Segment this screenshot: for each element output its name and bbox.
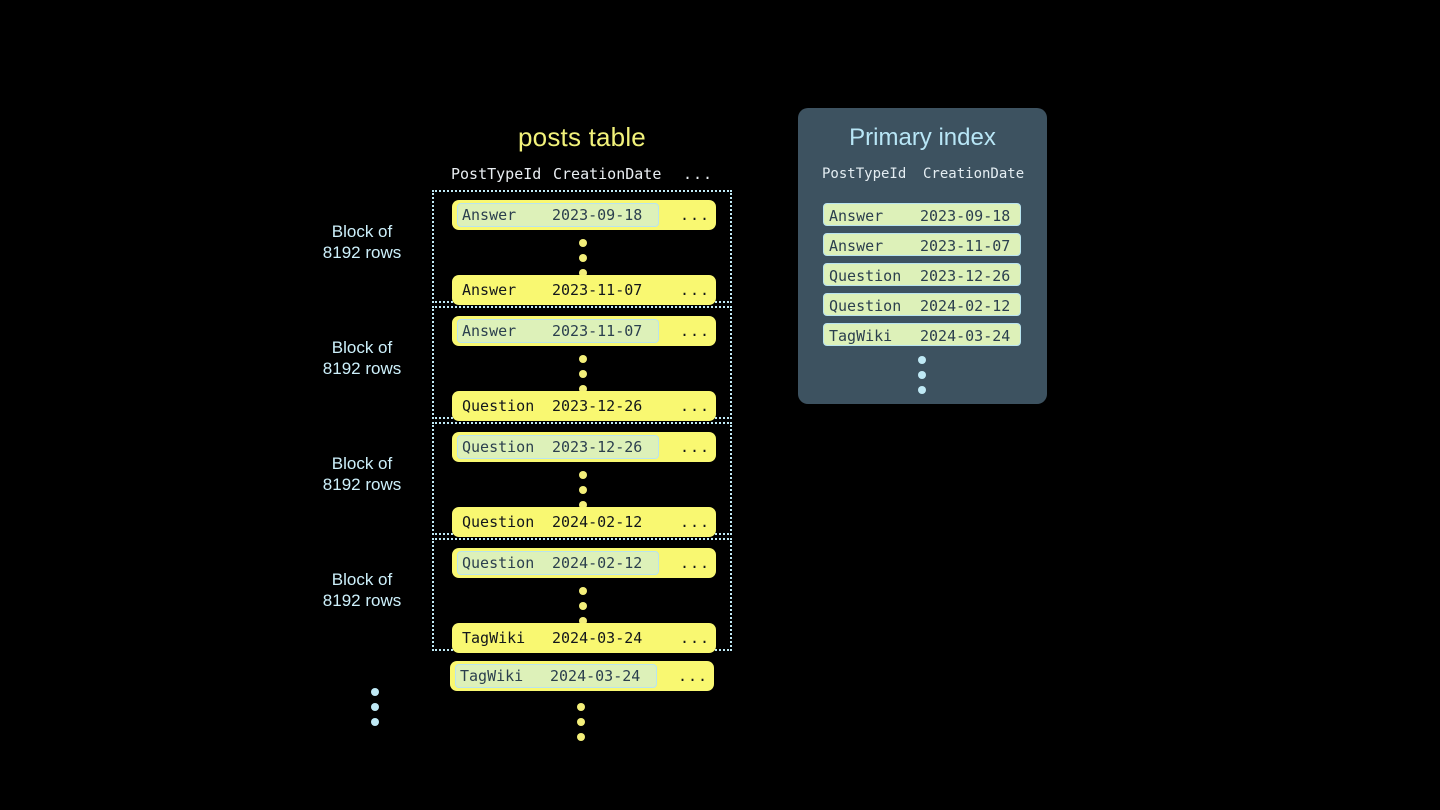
cell-posttypeid: Question — [462, 554, 535, 572]
cell-posttypeid: Question — [462, 513, 535, 531]
table-row: Question 2024-02-12 ... — [452, 507, 716, 537]
column-header-ellipsis: ... — [683, 165, 714, 183]
block-2-label: Block of 8192 rows — [322, 338, 402, 378]
block-2-vertical-ellipsis — [579, 355, 589, 400]
table-row: Question 2023-12-26 ... — [452, 391, 716, 421]
block-4: Block of 8192 rows Question 2024-02-12 .… — [323, 538, 732, 653]
cell-posttypeid: Question — [829, 267, 902, 285]
posts-table-group: posts table PostTypeId CreationDate ... … — [300, 110, 760, 750]
cell-creationdate: 2024-02-12 — [552, 513, 643, 531]
primary-index-vertical-ellipsis — [918, 356, 928, 401]
block-3: Block of 8192 rows Question 2023-12-26 .… — [323, 422, 732, 537]
cell-creationdate: 2023-12-26 — [552, 397, 643, 415]
cell-ellipsis: ... — [678, 667, 709, 685]
cell-creationdate: 2023-11-07 — [552, 281, 643, 299]
row-key-highlight — [457, 435, 659, 459]
cell-creationdate: 2024-03-24 — [550, 667, 641, 685]
row-key-highlight — [457, 203, 659, 227]
cell-ellipsis: ... — [680, 322, 711, 340]
cell-creationdate: 2024-02-12 — [552, 554, 643, 572]
cell-creationdate: 2024-03-24 — [920, 327, 1011, 345]
block-1: Block of 8192 rows Answer 2023-09-18 ...… — [323, 190, 732, 305]
index-column-header-creationdate: CreationDate — [923, 166, 1025, 182]
cell-creationdate: 2023-12-26 — [920, 267, 1011, 285]
index-row: TagWiki 2024-03-24 — [823, 323, 1021, 346]
blocks-vertical-ellipsis — [371, 688, 381, 733]
index-row: Answer 2023-09-18 — [823, 203, 1021, 226]
table-row: Answer 2023-11-07 ... — [452, 275, 716, 305]
column-header-posttypeid: PostTypeId — [451, 165, 542, 183]
block-3-label: Block of 8192 rows — [322, 454, 402, 494]
block-1-vertical-ellipsis — [579, 239, 589, 284]
cell-posttypeid: Answer — [829, 207, 884, 225]
cell-ellipsis: ... — [680, 397, 711, 415]
index-row: Question 2023-12-26 — [823, 263, 1021, 286]
block-4-vertical-ellipsis — [579, 587, 589, 632]
table-row: Question 2024-02-12 ... — [452, 548, 716, 578]
primary-index-title: Primary index — [849, 124, 996, 151]
cell-posttypeid: TagWiki — [829, 327, 893, 345]
primary-index-column-headers: PostTypeId CreationDate — [798, 166, 1047, 186]
cell-creationdate: 2024-02-12 — [920, 297, 1011, 315]
cell-creationdate: 2024-03-24 — [552, 629, 643, 647]
table-row: Answer 2023-09-18 ... — [452, 200, 716, 230]
row-key-highlight — [457, 319, 659, 343]
cell-posttypeid: Answer — [462, 322, 517, 340]
primary-index-panel: Primary index PostTypeId CreationDate An… — [798, 108, 1047, 404]
posts-table-title: posts table — [518, 122, 646, 152]
posts-table-vertical-ellipsis — [577, 703, 587, 748]
cell-ellipsis: ... — [680, 281, 711, 299]
cell-posttypeid: Answer — [462, 281, 517, 299]
index-row: Question 2024-02-12 — [823, 293, 1021, 316]
block-2: Block of 8192 rows Answer 2023-11-07 ...… — [323, 306, 732, 421]
index-row: Answer 2023-11-07 — [823, 233, 1021, 256]
cell-posttypeid: TagWiki — [460, 667, 524, 685]
table-row: TagWiki 2024-03-24 ... — [452, 623, 716, 653]
index-column-header-posttypeid: PostTypeId — [822, 166, 907, 182]
block-4-label: Block of 8192 rows — [322, 570, 402, 610]
cell-ellipsis: ... — [680, 554, 711, 572]
cell-posttypeid: Question — [829, 297, 902, 315]
cell-posttypeid: Answer — [829, 237, 884, 255]
cell-creationdate: 2023-12-26 — [552, 438, 643, 456]
row-key-highlight — [457, 551, 659, 575]
table-row: Answer 2023-11-07 ... — [452, 316, 716, 346]
block-1-label: Block of 8192 rows — [322, 222, 402, 262]
cell-posttypeid: Answer — [462, 206, 517, 224]
cell-ellipsis: ... — [680, 438, 711, 456]
row-key-highlight — [455, 664, 657, 688]
cell-posttypeid: Question — [462, 397, 535, 415]
cell-ellipsis: ... — [680, 513, 711, 531]
cell-ellipsis: ... — [680, 206, 711, 224]
cell-creationdate: 2023-09-18 — [552, 206, 643, 224]
cell-creationdate: 2023-11-07 — [552, 322, 643, 340]
cell-ellipsis: ... — [680, 629, 711, 647]
column-header-creationdate: CreationDate — [553, 165, 662, 183]
block-3-vertical-ellipsis — [579, 471, 589, 516]
cell-posttypeid: TagWiki — [462, 629, 526, 647]
posts-table-column-headers: PostTypeId CreationDate ... — [448, 165, 733, 187]
table-row-trailing: TagWiki 2024-03-24 ... — [450, 661, 714, 691]
cell-creationdate: 2023-09-18 — [920, 207, 1011, 225]
table-row: Question 2023-12-26 ... — [452, 432, 716, 462]
cell-posttypeid: Question — [462, 438, 535, 456]
cell-creationdate: 2023-11-07 — [920, 237, 1011, 255]
